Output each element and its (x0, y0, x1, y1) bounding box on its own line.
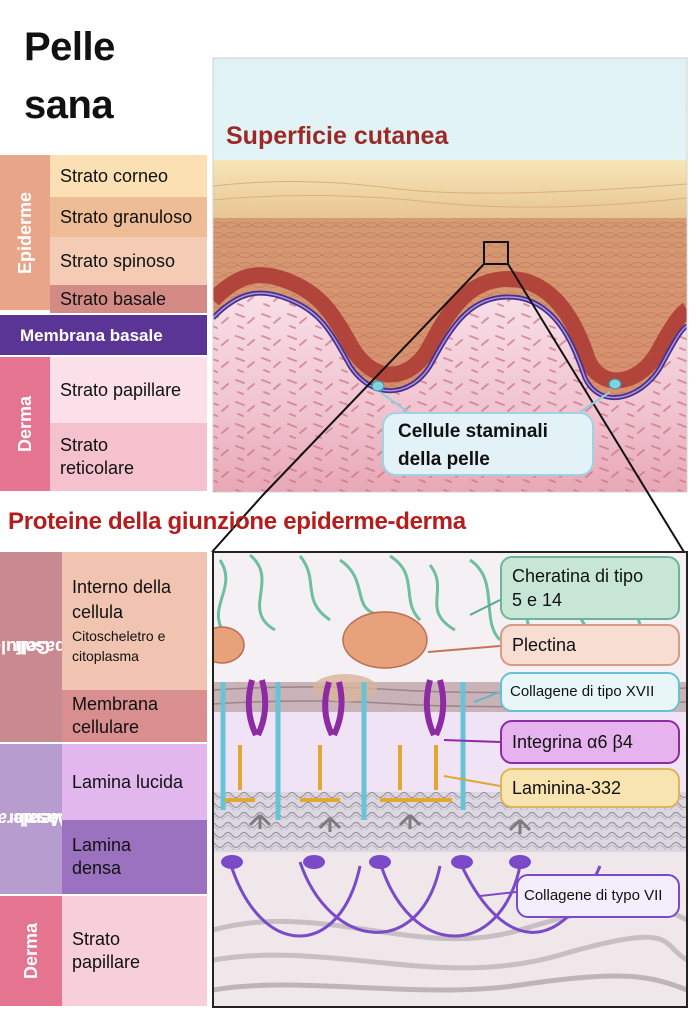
junction-dermis-tab-label: Derma (21, 923, 41, 979)
section-title: Proteine della giunzione epiderme-derma (8, 508, 466, 536)
collagen-vii-label: Collagene di typo VII (516, 874, 680, 918)
layer-lamina-densa: Lamina densa (62, 820, 207, 894)
stem-cells-line-2: della pelle (398, 446, 592, 474)
layer-junction-papillary: Strato papillare (62, 896, 207, 1006)
layer-basement-membrane: Membrana basale (0, 315, 207, 355)
collagen-vii-text: Collagene di typo VII (524, 884, 662, 908)
layer-label: Strato basale (60, 288, 166, 311)
integrin-label: Integrina α6 β4 (500, 720, 680, 764)
lamina-lucida-label: Lamina lucida (72, 771, 183, 794)
inside-cell-sub-2: citoplasma (72, 646, 139, 666)
collagen-xvii-label: Collagene di tipo XVII (500, 672, 680, 712)
junction-dermis-tab: Derma (0, 896, 62, 1006)
collagen-xvii-text: Collagene di tipo XVII (510, 680, 654, 704)
stem-cells-label: Cellule staminali della pelle (382, 412, 594, 476)
layer-lamina-lucida: Lamina lucida (62, 744, 207, 820)
epidermis-tab-label: Epiderme (15, 191, 35, 273)
laminin-label: Laminina-332 (500, 768, 680, 808)
dermis-tab-label: Derma (15, 396, 35, 452)
surface-label: Superficie cutanea (226, 122, 448, 151)
layer-stratum-granulosum: Strato granuloso (50, 197, 207, 237)
lamina-densa-line-1: Lamina (72, 834, 131, 857)
basement-membrane-tab-label: Membrana basale (11, 774, 51, 864)
integrin-text: Integrina α6 β4 (512, 730, 633, 754)
junction-papillary-line-2: papillare (72, 951, 140, 974)
layer-label: Strato granuloso (60, 206, 192, 229)
layer-label: Membrana basale (20, 324, 163, 347)
layer-label-line-2: reticolare (60, 457, 134, 480)
keratin-label: Cheratina di tipo 5 e 14 (500, 556, 680, 620)
laminin-text: Laminina-332 (512, 776, 621, 800)
layer-cell-membrane: Membrana cellulare (62, 690, 207, 742)
layer-label: Strato spinoso (60, 250, 175, 273)
keratin-line-1: Cheratina di tipo (512, 564, 643, 588)
layer-label-line-1: Strato (60, 434, 108, 457)
stem-cells-line-1: Cellule staminali (398, 418, 592, 446)
inside-cell-line-2: cellula (72, 601, 123, 624)
layer-label: Strato papillare (60, 379, 181, 402)
layer-papillary: Strato papillare (50, 357, 207, 423)
junction-papillary-line-1: Strato (72, 928, 120, 951)
lamina-densa-line-2: densa (72, 857, 121, 880)
layer-stratum-basale: Strato basale (50, 285, 207, 313)
layer-inside-cell: Interno della cellula Citoscheletro e ci… (62, 552, 207, 690)
dermis-tab: Derma (0, 357, 50, 491)
cell-membrane-line-1: Membrana (72, 693, 158, 716)
plectin-text: Plectina (512, 633, 576, 657)
epidermis-tab: Epiderme (0, 155, 50, 310)
inside-cell-sub-1: Citoscheletro e (72, 626, 165, 646)
inside-cell-line-1: Interno della (72, 576, 171, 599)
layer-reticular: Strato reticolare (50, 423, 207, 491)
keratin-line-2: 5 e 14 (512, 588, 562, 612)
basal-cells-tab-label: Cellule basali (11, 617, 51, 676)
plectin-label: Plectina (500, 624, 680, 666)
basal-cells-tab: Cellule basali (0, 552, 62, 742)
basement-membrane-tab: Membrana basale (0, 744, 62, 894)
layer-label: Strato corneo (60, 165, 168, 188)
layer-stratum-spinosum: Strato spinoso (50, 237, 207, 285)
cell-membrane-line-2: cellulare (72, 716, 139, 739)
layer-stratum-corneum: Strato corneo (50, 155, 207, 197)
